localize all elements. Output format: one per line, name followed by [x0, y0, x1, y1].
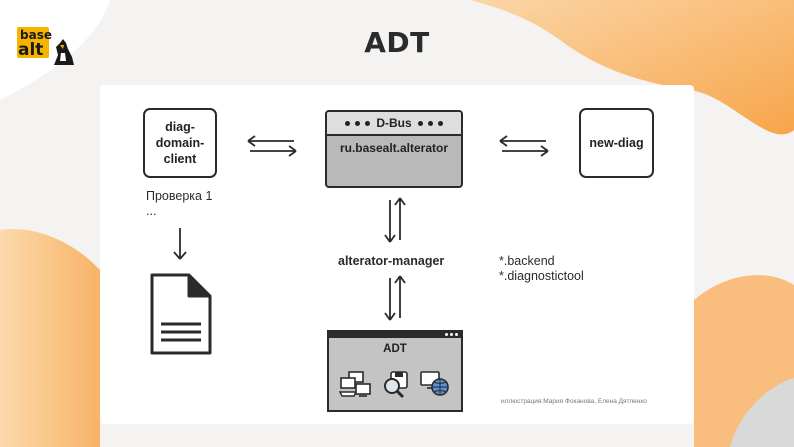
- check-label: Проверка 1 ...: [146, 189, 212, 219]
- diagnostictool-line: *.diagnostictool: [499, 269, 584, 283]
- alterator-manager-label: alterator-manager: [338, 254, 445, 268]
- check-label-line2: ...: [146, 204, 157, 218]
- document-icon: [150, 273, 212, 355]
- vertical-bidirectional-arrow-icon: [384, 197, 406, 243]
- bidirectional-arrow-icon: [499, 135, 549, 157]
- backend-line: *.backend: [499, 254, 555, 268]
- dbus-block: D-Bus ru.basealt.alterator: [325, 110, 463, 188]
- dbus-service-name: ru.basealt.alterator: [339, 141, 449, 155]
- page-title: ADT: [364, 26, 430, 59]
- down-arrow-icon: [173, 228, 187, 260]
- dbus-header-bar: D-Bus: [327, 112, 461, 136]
- dbus-right-dots: [417, 120, 443, 126]
- logo-text-top: base: [20, 28, 52, 42]
- new-diag-box: new-diag: [579, 108, 654, 178]
- basealt-logo: base alt: [17, 27, 75, 69]
- illustration-credit: иллюстрация:Мария Фоканова, Елена Дятлен…: [501, 398, 647, 405]
- backends-label: *.backend *.diagnostictool: [499, 254, 584, 284]
- computers-icon: [339, 371, 371, 397]
- dbus-header-label: D-Bus: [376, 116, 412, 130]
- magnifier-disk-icon: [384, 371, 408, 399]
- bidirectional-arrow-icon: [247, 135, 297, 157]
- check-label-line1: Проверка 1: [146, 189, 213, 203]
- dbus-left-dots: [345, 120, 371, 126]
- monitor-globe-icon: [420, 371, 449, 396]
- penguin-icon: [54, 39, 74, 65]
- adt-window-titlebar: [329, 332, 461, 338]
- vertical-bidirectional-arrow-icon: [384, 275, 406, 321]
- adt-window: ADT: [327, 330, 463, 412]
- adt-window-label: ADT: [383, 343, 407, 355]
- logo-text-bottom: alt: [18, 40, 44, 60]
- diag-domain-client-box: diag- domain- client: [143, 108, 217, 178]
- logo-badge: [17, 27, 49, 58]
